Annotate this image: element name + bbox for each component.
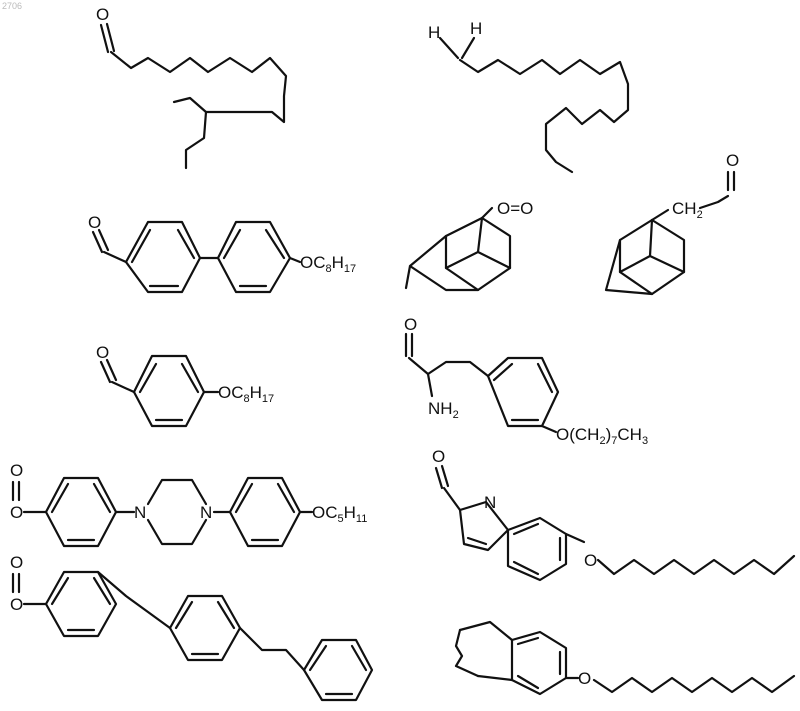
structure-long-alkane: H H — [428, 19, 628, 172]
amine-label: NH2 — [428, 399, 459, 421]
structure-indane-alkoxy: O — [456, 622, 794, 694]
aldehyde-oxygen-label: O — [96, 5, 109, 24]
ether-oxygen-label: O — [584, 551, 597, 570]
structure-indole-alkoxy: O N O — [432, 447, 794, 580]
hydrogen-label-1: H — [428, 23, 440, 42]
carbonyl-oxygen-label: O — [10, 553, 23, 572]
carbonyl-oxygen-label-2: O — [10, 595, 23, 614]
structure-amino-aldehyde: O NH2 O(CH2)7CH3 — [404, 315, 648, 447]
structure-branched-aldehyde: O — [96, 5, 286, 168]
pentyloxy-label: OC5H11 — [312, 503, 367, 525]
structure-biphenyl-aldehyde: O OC8H17 — [88, 213, 356, 292]
octyloxy-label: OC8H17 — [300, 253, 356, 275]
nitrogen-label-2: N — [200, 503, 212, 522]
methylene-label: CH2 — [672, 199, 703, 221]
indole-nitrogen-label: N — [484, 493, 496, 512]
ether-oxygen-label: O — [578, 669, 591, 688]
structure-octyloxy-benzaldehyde: O OC8H17 — [96, 343, 274, 426]
hydrogen-label-2: H — [470, 19, 482, 38]
structure-diaryl-ethane: O O — [10, 553, 372, 700]
carbonyl-oxygen-label: O — [432, 447, 445, 466]
structure-adamantane-acetyl: O CH2 — [606, 151, 739, 294]
structure-adamantane-peroxy: O=O — [406, 199, 533, 290]
page-number: 2706 — [2, 1, 22, 11]
carbonyl-oxygen-label: O — [10, 461, 23, 480]
carbonyl-oxygen-label-2: O — [10, 503, 23, 522]
peroxy-label: O=O — [497, 199, 533, 218]
carbonyl-oxygen-label: O — [726, 151, 739, 170]
octyloxy-chain-label: O(CH2)7CH3 — [556, 425, 648, 447]
aldehyde-oxygen-label: O — [404, 315, 417, 334]
structure-piperazine-diaryl: O O N N OC5H11 — [10, 461, 367, 546]
nitrogen-label-1: N — [134, 503, 146, 522]
octyloxy-label: OC8H17 — [218, 383, 274, 405]
